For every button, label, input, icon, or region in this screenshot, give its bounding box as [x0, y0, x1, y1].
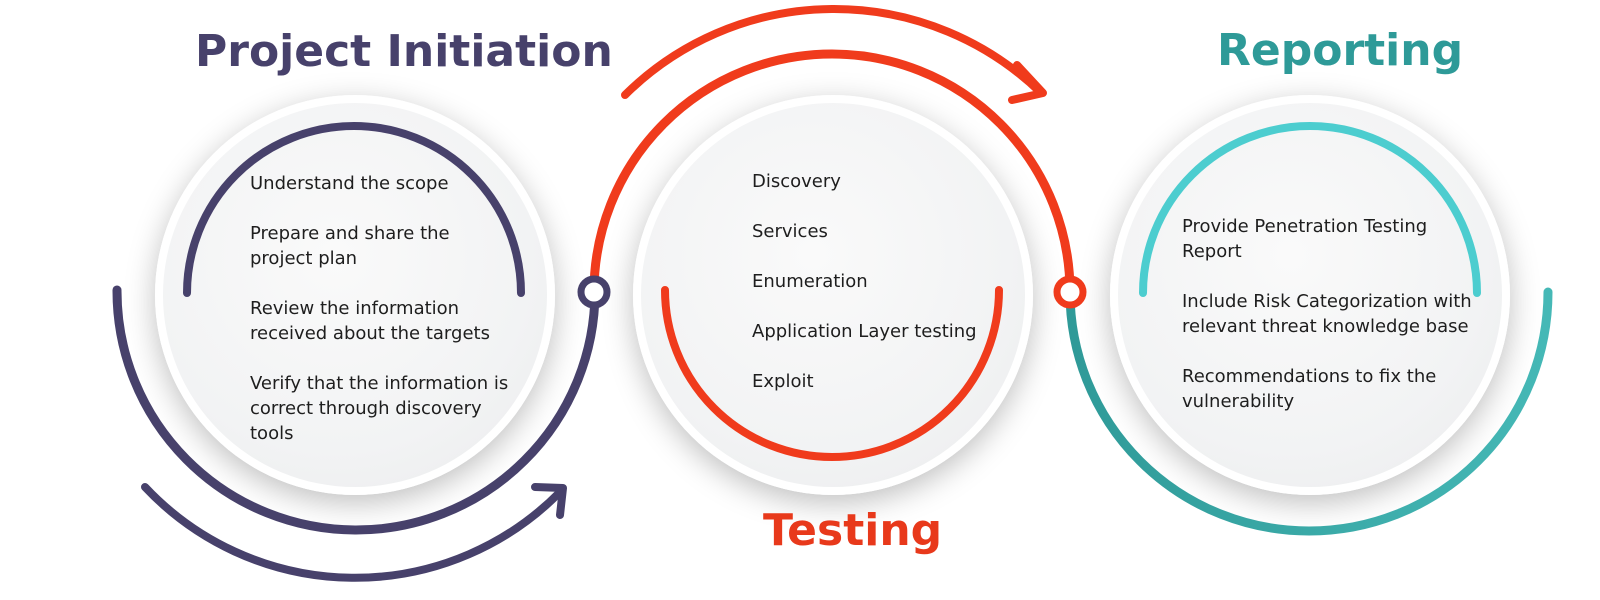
initiation-list: Understand the scope Prepare and share t…	[250, 171, 515, 471]
reporting-outer-arc	[1065, 287, 1553, 536]
list-item: Include Risk Categorization with relevan…	[1182, 291, 1472, 337]
testing-outer-arc	[589, 49, 1075, 297]
list-item: Review the information received about th…	[250, 298, 490, 344]
reporting-circle	[1110, 95, 1510, 495]
initiation-arrowhead-icon	[531, 483, 567, 519]
list-item: Recommendations to fix the vulnerability	[1182, 366, 1437, 412]
reporting-inner-arc	[1139, 122, 1481, 297]
list-item: Exploit	[752, 371, 814, 392]
testing-inner-arc	[661, 286, 1003, 461]
reporting-title: Reporting	[1217, 25, 1464, 76]
list-item: Enumeration	[752, 271, 868, 292]
list-item: Services	[752, 221, 828, 242]
list-item: Discovery	[752, 171, 841, 192]
testing-title: Testing	[763, 505, 943, 556]
connector-node-1	[577, 275, 611, 309]
initiation-inner-arc	[183, 122, 525, 297]
list-item: Verify that the information is correct t…	[250, 373, 509, 444]
initiation-outer-arc	[112, 285, 600, 535]
initiation-arrow-arc	[141, 483, 564, 582]
testing-list: Discovery Services Enumeration Applicati…	[752, 169, 977, 419]
list-item: Provide Penetration Testing Report	[1182, 216, 1428, 262]
initiation-title: Project Initiation	[195, 26, 613, 77]
list-item: Prepare and share the project plan	[250, 223, 450, 269]
testing-circle	[633, 95, 1033, 495]
list-item: Understand the scope	[250, 173, 449, 194]
connector-node-2	[1053, 275, 1087, 309]
reporting-list: Provide Penetration Testing Report Inclu…	[1182, 214, 1482, 439]
initiation-circle	[155, 95, 555, 495]
list-item: Application Layer testing	[752, 321, 977, 342]
testing-arrowhead-icon	[1008, 61, 1047, 104]
testing-arrow-arc	[621, 4, 1044, 99]
